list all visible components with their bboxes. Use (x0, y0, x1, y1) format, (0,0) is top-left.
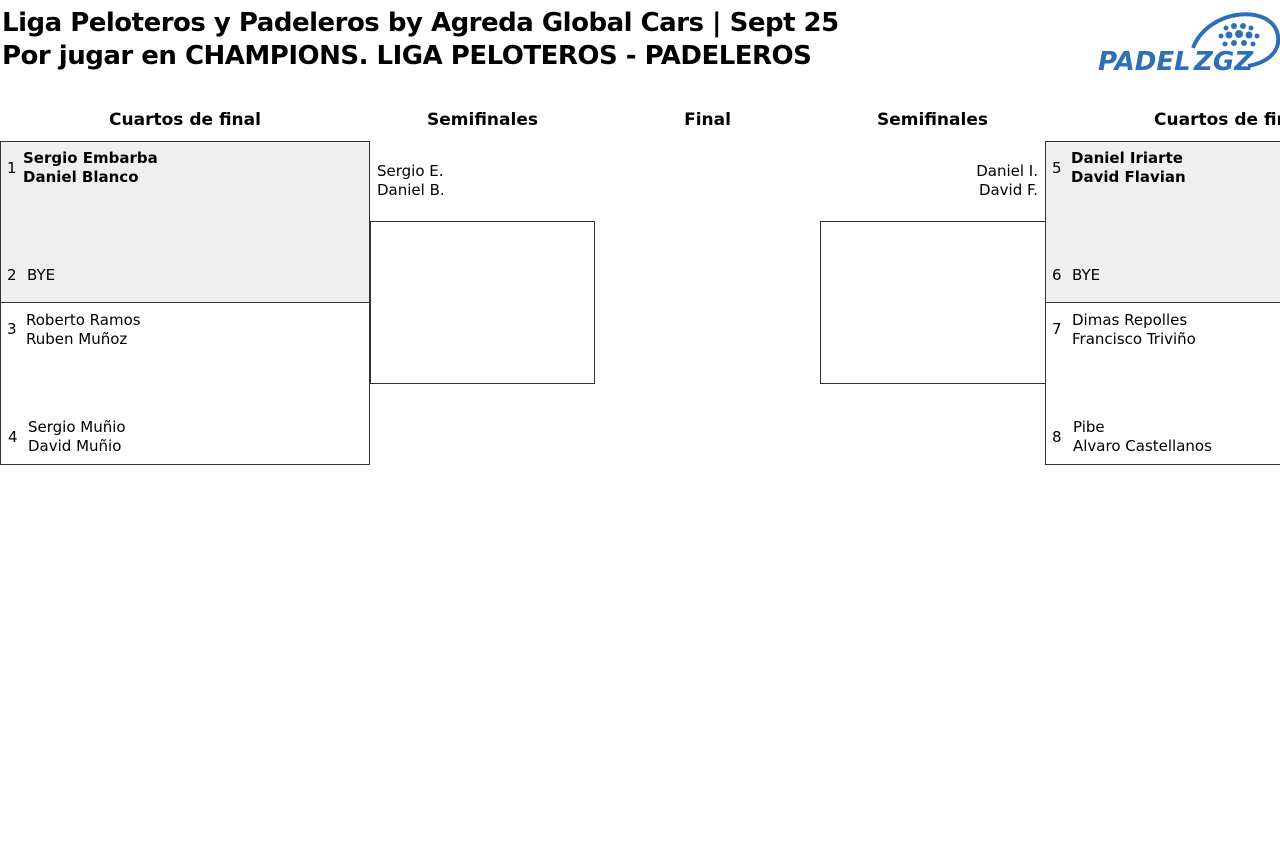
logo-graphic: PADEL ZGZ (1098, 12, 1280, 77)
match-box-right-q2 (1045, 302, 1280, 465)
round-header-left-semi: Semifinales (427, 110, 538, 130)
player-name: Sergio E. (377, 162, 444, 180)
player-name: David Muñio (28, 437, 122, 455)
player-name: Sergio Muñio (28, 418, 126, 436)
seed-number: 4 (8, 428, 18, 446)
player-name: Daniel Blanco (23, 168, 139, 186)
page-title: Liga Peloteros y Padeleros by Agreda Glo… (2, 8, 839, 38)
player-name: Roberto Ramos (26, 311, 141, 329)
padelzgz-logo: PADEL ZGZ (1098, 8, 1280, 77)
round-header-right-semi: Semifinales (877, 110, 988, 130)
player-name: BYE (27, 266, 56, 284)
player-name: BYE (1072, 266, 1101, 284)
round-header-left-quarter: Cuartos de final (109, 110, 261, 130)
player-name: Daniel I. (976, 162, 1038, 180)
match-box-left-semi (370, 221, 595, 384)
match-box-left-q2 (0, 302, 370, 465)
logo-dots (1218, 23, 1260, 47)
player-name: Francisco Triviño (1072, 330, 1196, 348)
player-name: Daniel B. (377, 181, 445, 199)
seed-number: 5 (1052, 159, 1062, 177)
player-name: David F. (978, 181, 1038, 199)
page-subtitle: Por jugar en CHAMPIONS. LIGA PELOTEROS -… (2, 41, 812, 71)
match-box-left-q1 (0, 141, 370, 303)
seed-number: 7 (1052, 320, 1062, 338)
player-name: David Flavian (1071, 168, 1186, 186)
logo-text-main: PADEL (1098, 47, 1191, 74)
match-box-right-q1 (1045, 141, 1280, 303)
seed-number: 6 (1052, 266, 1062, 284)
round-header-right-quarter: Cuartos de final (1154, 110, 1280, 130)
player-name: Daniel Iriarte (1071, 149, 1183, 167)
round-header-final: Final (684, 110, 731, 130)
player-name: Dimas Repolles (1072, 311, 1188, 329)
player-name: Alvaro Castellanos (1073, 437, 1212, 455)
player-name: Pibe (1073, 418, 1105, 436)
seed-number: 2 (7, 266, 17, 284)
seed-number: 8 (1052, 428, 1062, 446)
player-name: Sergio Embarba (23, 149, 158, 167)
player-name: Ruben Muñoz (26, 330, 128, 348)
logo-text-accent: ZGZ (1193, 47, 1254, 74)
seed-number: 1 (7, 159, 17, 177)
match-box-right-semi (820, 221, 1046, 384)
seed-number: 3 (7, 320, 17, 338)
